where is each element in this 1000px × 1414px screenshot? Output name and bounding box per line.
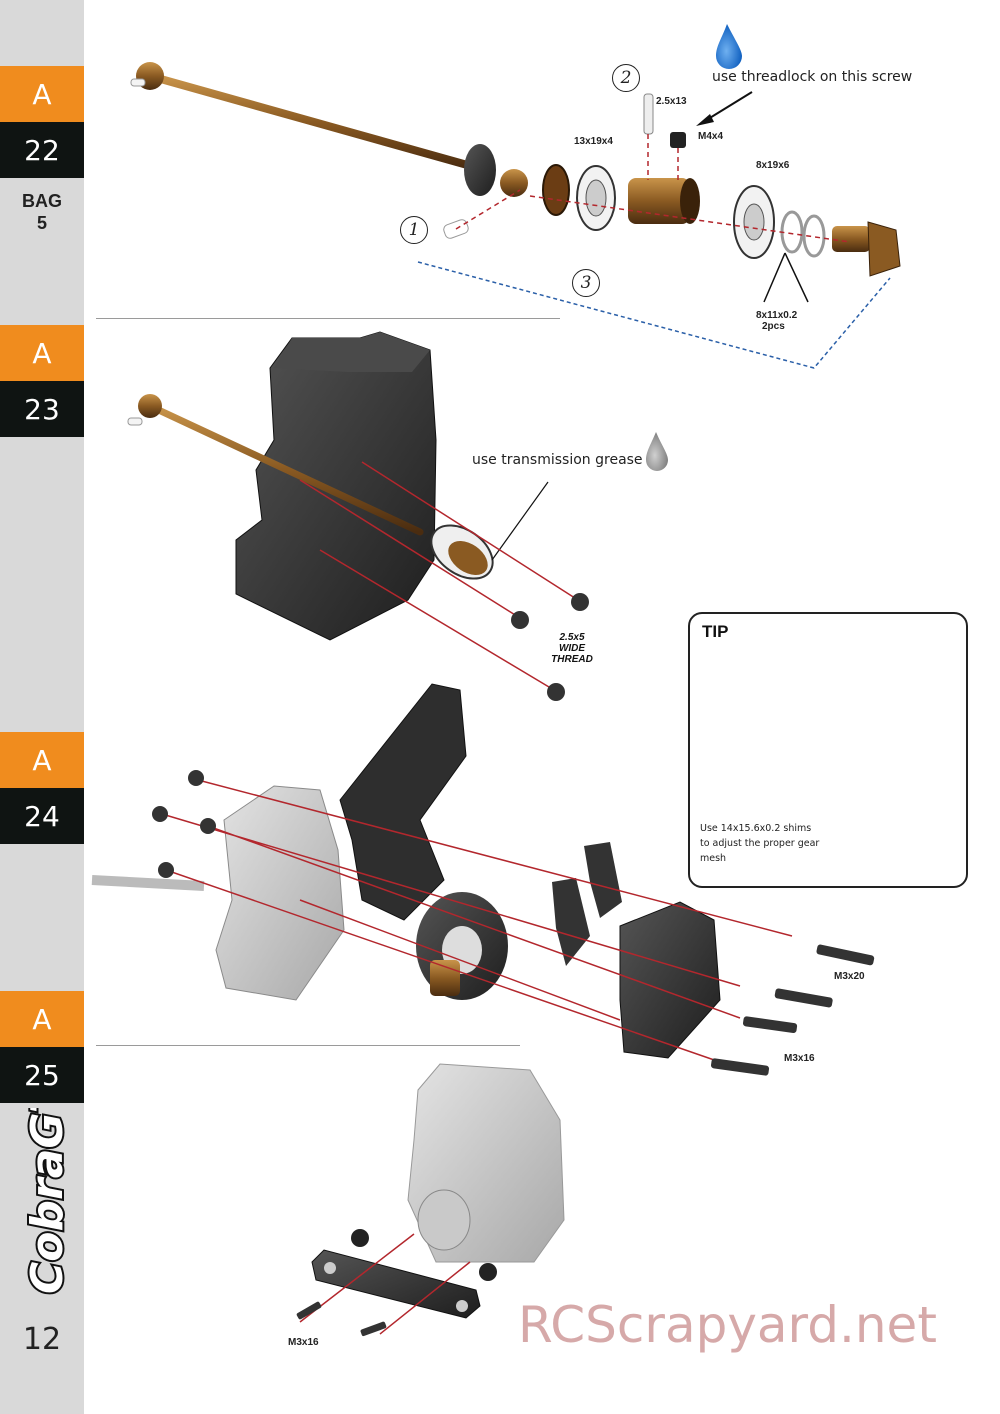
step-23-number-tab: 23 xyxy=(0,381,84,437)
driveshaft xyxy=(146,72,482,172)
outdrive-cup xyxy=(464,144,496,196)
outdrive-housing xyxy=(628,178,690,224)
gearbox-rear-half xyxy=(215,785,345,1001)
bearing-right-label: 8x19x6 xyxy=(756,160,790,171)
page-number: 12 xyxy=(22,1322,62,1357)
step-sidebar xyxy=(0,0,84,1414)
screw-m3x16-label: M3x16 xyxy=(784,1053,815,1064)
screw-m3x20-label: M3x20 xyxy=(834,971,865,982)
assembly-bracket xyxy=(417,261,891,369)
brace-post-1 xyxy=(584,842,622,918)
ball-joint xyxy=(500,169,528,197)
tip-text: Use 14x15.6x0.2 shims to adjust the prop… xyxy=(700,823,820,864)
screw-23c xyxy=(547,683,565,701)
screw-size-label: M4x4 xyxy=(698,131,724,142)
pin-size-label: 2.5x13 xyxy=(656,96,687,107)
brace-post-2 xyxy=(552,878,590,966)
bearing-left-label: 13x19x4 xyxy=(574,136,613,147)
step24-drawing xyxy=(91,683,875,1076)
threadlock-note: use threadlock on this screw xyxy=(712,69,913,85)
bag-label: BAG xyxy=(22,191,62,211)
shim-size-label: 8x11x0.2 xyxy=(756,310,798,321)
step25-screw-label: M3x16 xyxy=(288,1337,319,1348)
o-ring xyxy=(542,164,570,216)
set-screw-m4x4 xyxy=(670,132,686,148)
grease-note: use transmission grease xyxy=(472,452,643,468)
screw-spec-line3: THREAD xyxy=(551,654,593,665)
threadlock-drop-icon xyxy=(716,24,742,69)
driveshaft-23 xyxy=(146,402,424,536)
pin-2-5x13 xyxy=(643,93,654,135)
screw-spec-line2: WIDE xyxy=(558,643,586,654)
tip-title: TIP xyxy=(702,622,729,641)
pinion-gear xyxy=(867,221,901,277)
shim-1 xyxy=(780,210,804,254)
tip-box: TIP Use 14x15.6x0.2 shims to adjust the … xyxy=(688,612,968,888)
screw-spec-line1: 2.5x5 xyxy=(559,632,585,643)
screw-m3x16 xyxy=(710,1058,770,1076)
shim-qty-label: 2pcs xyxy=(762,321,785,332)
screw-m3x20 xyxy=(816,944,875,966)
bag-number: 5 xyxy=(36,213,47,233)
gearbox-housing xyxy=(235,331,437,641)
step-24-number-tab: 24 xyxy=(0,788,84,844)
driveshaft-pin xyxy=(130,78,146,87)
suspension-mount xyxy=(311,1249,481,1319)
gearbox-front-half xyxy=(619,901,721,1059)
step-23-letter-tab: A xyxy=(0,325,84,381)
callout-1: 1 xyxy=(400,216,428,244)
logo-text: CobraGT xyxy=(22,1108,73,1294)
step-25-number-tab: 25 xyxy=(0,1047,84,1103)
pinion-shaft xyxy=(832,226,870,252)
step-22-letter-tab: A xyxy=(0,66,84,122)
screw-23b xyxy=(511,611,529,629)
screw-spec-label: 2.5x5 WIDE THREAD xyxy=(540,632,604,665)
step25-drawing xyxy=(296,1063,565,1337)
step-24-letter-tab: A xyxy=(0,732,84,788)
screw-23a xyxy=(571,593,589,611)
section-divider-24-25 xyxy=(96,1045,520,1046)
step-25-letter-tab: A xyxy=(0,991,84,1047)
step23-drawing xyxy=(127,331,668,701)
cobra-gt-logo: CobraGT xyxy=(20,1108,75,1296)
callout-3: 3 xyxy=(572,269,600,297)
step-22-number-tab: 22 xyxy=(0,122,84,178)
grease-drop-icon xyxy=(646,432,668,471)
step22-drawing xyxy=(130,24,901,369)
callout-2: 2 xyxy=(612,64,640,92)
watermark: RCScrapyard.net xyxy=(518,1296,937,1354)
shim-2 xyxy=(802,214,826,258)
carbon-upper-brace xyxy=(339,683,467,921)
section-divider-22-23 xyxy=(96,318,560,319)
